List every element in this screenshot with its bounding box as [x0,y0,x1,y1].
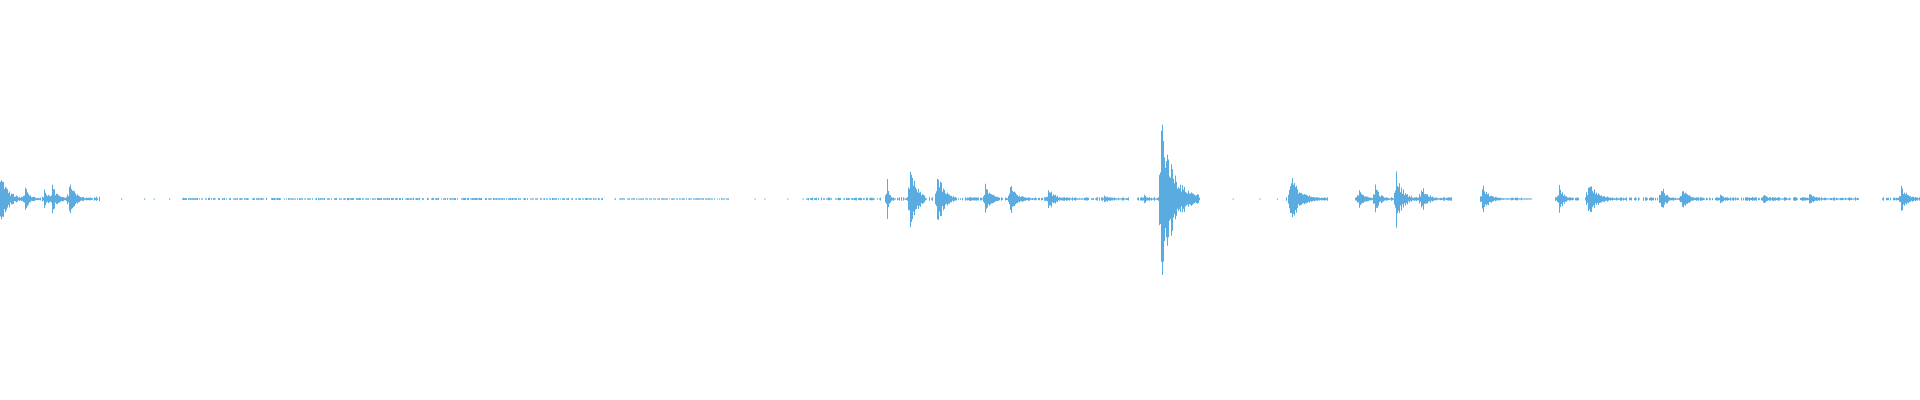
waveform-sample-dot [614,198,616,200]
waveform-sample-dot [153,198,155,200]
waveform-sample-dot [1232,198,1234,200]
waveform-sample-dot [144,198,146,200]
waveform-sample-dot [169,198,171,200]
waveform-sample-dot [121,198,123,200]
waveform-sample-dot [637,198,639,200]
waveform-sample-dot [725,198,727,200]
waveform-sample-dot [662,198,664,200]
waveform-sample-dot [764,198,766,200]
waveform-sample-dot [706,198,708,200]
waveform-sample-dot [681,198,683,200]
waveform-samples [0,124,1920,275]
waveform-sample-dot [787,198,789,200]
waveform-sample-dot [1276,198,1278,200]
waveform-sample-dot [1259,198,1261,200]
waveform-sample-dot [754,198,756,200]
waveform-sample-dot [802,198,804,200]
waveform-amplitude-trace [0,124,1920,275]
